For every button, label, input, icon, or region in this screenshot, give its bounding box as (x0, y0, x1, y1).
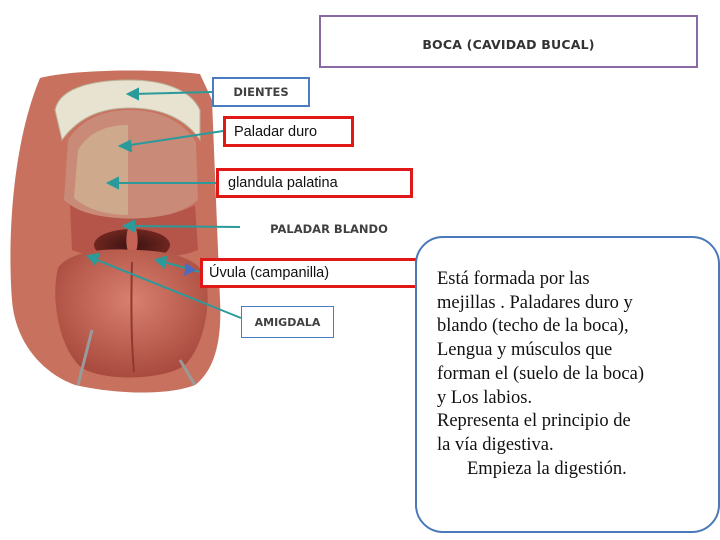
label-dientes: DIENTES (212, 77, 310, 107)
description-line: la vía digestiva. (437, 434, 554, 455)
label-paladar-blando: PALADAR BLANDO (240, 210, 418, 248)
label-glandula-text: glandula palatina (228, 175, 338, 191)
description-line: mejillas . Paladares duro y (437, 292, 633, 313)
description-line: Representa el principio de (437, 411, 631, 432)
label-glandula-palatina: glandula palatina (216, 168, 413, 198)
pointer-paladar-blando (127, 225, 241, 228)
label-uvula: Úvula (campanilla) (200, 258, 418, 288)
description-line: Lengua y músculos que (437, 340, 613, 361)
palatine-gland-shape (74, 125, 128, 215)
description-line: Empieza la digestión. (467, 458, 627, 479)
retractor-left (76, 329, 94, 386)
label-paladar-blando-text: PALADAR BLANDO (270, 222, 388, 236)
page-title: BOCA (CAVIDAD BUCAL) (422, 37, 595, 52)
label-paladar-duro-text: Paladar duro (234, 123, 318, 140)
label-uvula-text: Úvula (campanilla) (209, 265, 330, 281)
marker-triangle (184, 263, 196, 276)
title-box: BOCA (CAVIDAD BUCAL) (319, 15, 698, 68)
description-line: Está formada por las (437, 269, 590, 289)
label-paladar-duro: Paladar duro (223, 116, 354, 147)
pointer-paladar-duro (123, 130, 224, 147)
pointer-dientes (131, 91, 213, 95)
label-amigdala: AMIGDALA (241, 306, 334, 338)
upper-teeth (54, 79, 201, 142)
label-amigdala-text: AMIGDALA (254, 315, 321, 329)
description-box: Está formada por las mejillas . Paladare… (415, 236, 720, 533)
description-line: blando (techo de la boca), (437, 316, 629, 337)
description-line: y Los labios. (437, 387, 533, 408)
retractor-right (178, 359, 197, 386)
label-dientes-text: DIENTES (233, 85, 289, 99)
pointer-amigdala (91, 257, 242, 319)
description-line: forman el (suelo de la boca) (437, 363, 645, 384)
